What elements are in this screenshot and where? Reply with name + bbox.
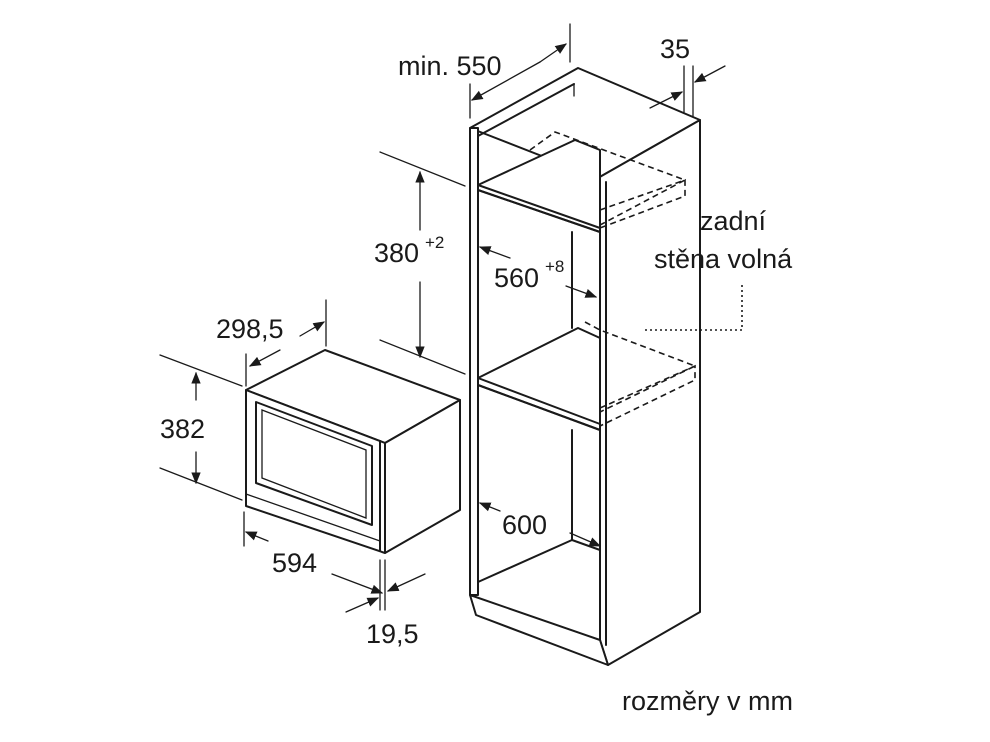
label-appliance-depth: 298,5 bbox=[216, 314, 284, 344]
appliance-window bbox=[255, 401, 373, 526]
dimensions bbox=[159, 23, 726, 613]
back-wall-callout bbox=[645, 282, 743, 331]
label-back-wall-line1: zadní bbox=[700, 206, 767, 236]
label-cabinet-width: 600 bbox=[502, 510, 547, 540]
label-niche-height: 380 bbox=[374, 238, 419, 268]
label-niche-width: 560 bbox=[494, 263, 539, 293]
label-appliance-height: 382 bbox=[160, 414, 205, 444]
middle-shelf bbox=[477, 327, 601, 431]
label-gap-top: 35 bbox=[660, 34, 690, 64]
label-niche-height-tol: +2 bbox=[425, 233, 444, 252]
label-back-wall-line2: stěna volná bbox=[654, 244, 793, 274]
cabinet-front-left-post bbox=[469, 127, 479, 596]
cabinet-right-side bbox=[597, 119, 701, 666]
label-niche-width-tol: +8 bbox=[545, 257, 564, 276]
labels: min. 550 35 380 +2 560 +8 600 298,5 382 … bbox=[160, 34, 793, 716]
appliance-drawing bbox=[245, 349, 461, 554]
label-front-thickness: 19,5 bbox=[366, 619, 419, 649]
label-depth-min: min. 550 bbox=[398, 51, 502, 81]
cabinet-plinth bbox=[469, 594, 609, 666]
label-appliance-width: 594 bbox=[272, 548, 317, 578]
cabinet-drawing bbox=[469, 67, 743, 666]
label-units: rozměry v mm bbox=[622, 686, 793, 716]
